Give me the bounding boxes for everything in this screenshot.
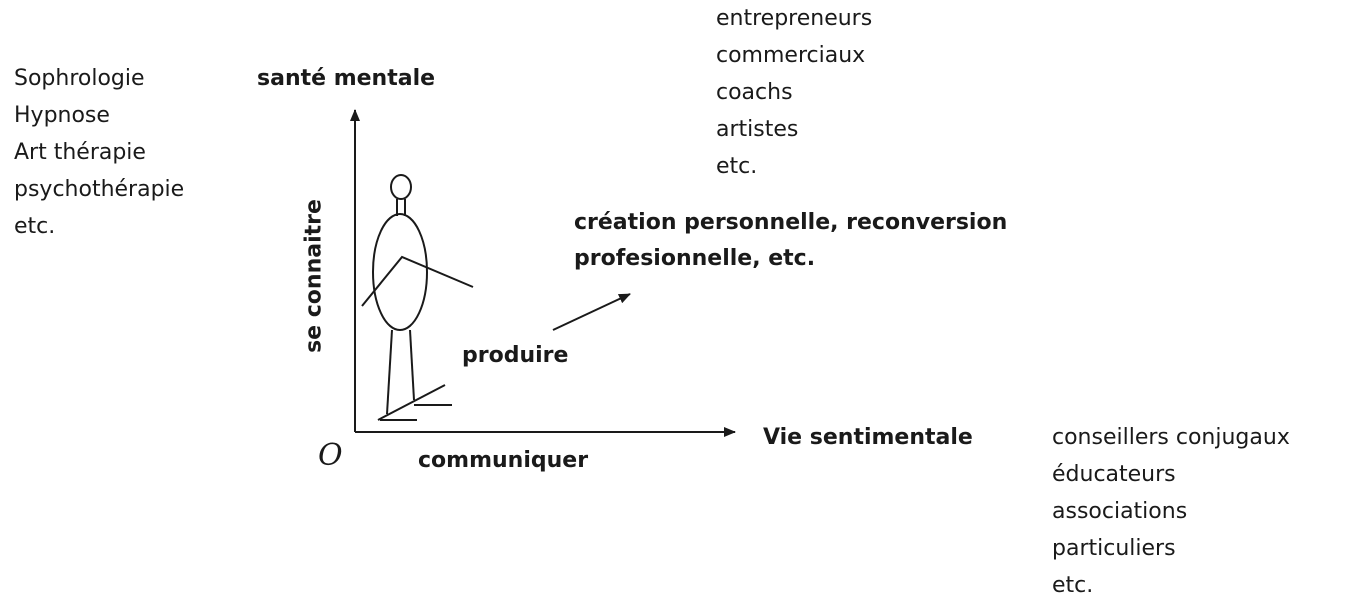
list-item: Art thérapie [14,140,146,165]
diagonal-axis-short [377,384,446,421]
list-item: etc. [1052,573,1094,598]
figure-head [390,174,412,200]
diagonal-end-label-line2: profesionnelle, etc. [574,246,816,271]
figure-body [372,213,428,331]
produire-arrow [552,293,631,331]
list-item: Sophrologie [14,66,145,91]
list-item: psychothérapie [14,177,185,202]
list-item: artistes [716,117,799,142]
left-techniques-list: Sophrologie Hypnose Art thérapie psychot… [14,60,184,245]
vertical-axis-label: santé mentale [257,66,436,91]
horizontal-axis-label: Vie sentimentale [763,425,973,450]
bottom-professions-list: conseillers conjugaux éducateurs associa… [1052,419,1290,604]
horizontal-axis-under-label: communiquer [418,448,589,473]
figure-arms [361,255,474,307]
list-item: commerciaux [716,43,866,68]
figure-leg-left [386,329,393,415]
figure-leg-right [409,329,415,401]
list-item: conseillers conjugaux [1052,425,1290,450]
top-professions-list: entrepreneurs commerciaux coachs artiste… [716,0,872,185]
person-figure [361,174,474,421]
vertical-axis-side-label: se connaitre [301,199,327,353]
origin-label: O [318,438,343,473]
list-item: etc. [14,214,56,239]
list-item: Hypnose [14,103,110,128]
list-item: particuliers [1052,536,1176,561]
list-item: coachs [716,80,793,105]
list-item: associations [1052,499,1188,524]
list-item: éducateurs [1052,462,1176,487]
list-item: etc. [716,154,758,179]
diagonal-axis-label: produire [462,343,569,368]
list-item: entrepreneurs [716,6,873,31]
diagonal-end-label-line1: création personnelle, reconversion [574,210,1008,235]
diagram-canvas [350,109,736,437]
